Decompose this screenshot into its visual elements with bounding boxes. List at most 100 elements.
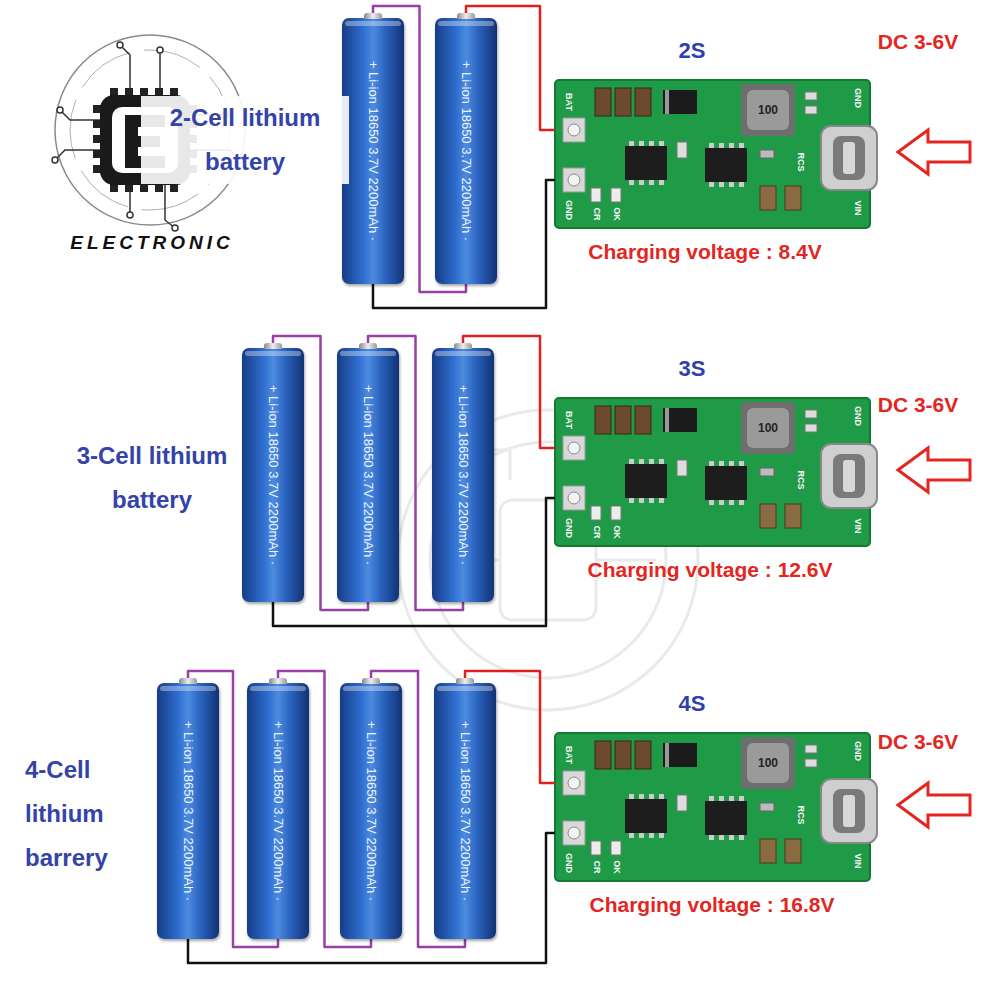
charger-board: 2S: [555, 80, 870, 228]
logo-graphic-part-part: [57, 107, 63, 113]
silkscreen-label: OK: [612, 207, 622, 221]
inductor-marking: 100: [758, 103, 778, 117]
charger-board: 4S: [555, 733, 870, 881]
logo-graphic-part-part: [117, 42, 123, 48]
battery-cell: + Li-ion 18650 3.7V 2200mAh ·: [157, 683, 219, 939]
series-count: 2S: [679, 38, 706, 64]
battery-cell: + Li-ion 18650 3.7V 2200mAh ·: [434, 683, 496, 939]
logo-graphic-part-part: [93, 165, 101, 173]
series-count: 3S: [679, 356, 706, 382]
logo-graphic-part: [125, 115, 165, 168]
logo-graphic-part-part: [125, 184, 133, 192]
series-link-wire: [273, 336, 368, 610]
battery-cell: + Li-ion 18650 3.7V 2200mAh ·: [342, 18, 404, 284]
logo-graphic-part-part: [127, 212, 133, 218]
series-count: 4S: [679, 691, 706, 717]
charging-voltage-label: Charging voltage : 8.4V: [588, 240, 821, 264]
logo-graphic-part-part: [93, 105, 101, 113]
series-link-wire: [373, 6, 466, 292]
charging-voltage-label: Charging voltage : 12.6V: [587, 558, 832, 582]
logo-graphic-part: [112, 107, 178, 173]
logo-graphic-part-part: [155, 88, 163, 96]
logo-text: ELECTRONIC: [70, 232, 234, 254]
positive-wire: [463, 336, 555, 448]
logo-graphic-part-part: [170, 88, 178, 96]
battery-cell: + Li-ion 18650 3.7V 2200mAh ·: [247, 683, 309, 939]
negative-wire: [188, 833, 555, 963]
battery-label: + Li-ion 18650 3.7V 2200mAh ·: [181, 721, 196, 901]
inductor-marking: 100: [758, 756, 778, 770]
logo-graphic-part-part: [189, 150, 197, 158]
logo-graphic-part-part: [155, 184, 163, 192]
charger-pcb: [555, 80, 877, 228]
logo-graphic-part: [52, 42, 243, 231]
charging-voltage-label: Charging voltage : 16.8V: [589, 893, 834, 917]
logo-graphic: [52, 35, 245, 231]
battery-label: + Li-ion 18650 3.7V 2200mAh ·: [364, 721, 379, 901]
cell-count-title: 3-Cell lithium battery: [62, 434, 242, 522]
positive-wire: [466, 6, 555, 130]
silkscreen-label: OK: [612, 525, 622, 539]
logo-graphic-part-part: [93, 120, 101, 128]
cell-count-title: 2-Cell lithium battery: [141, 96, 349, 184]
silkscreen-label: GND: [564, 200, 574, 220]
battery-cell: + Li-ion 18650 3.7V 2200mAh ·: [242, 348, 304, 602]
battery-label: + Li-ion 18650 3.7V 2200mAh ·: [271, 721, 286, 901]
battery-label: + Li-ion 18650 3.7V 2200mAh ·: [361, 385, 376, 565]
silkscreen-label: CR: [592, 861, 602, 874]
battery-cell: + Li-ion 18650 3.7V 2200mAh ·: [435, 18, 497, 284]
logo-graphic-part-part: [110, 184, 118, 192]
battery-cell: + Li-ion 18650 3.7V 2200mAh ·: [432, 348, 494, 602]
series-link-wire: [371, 671, 465, 947]
silkscreen-label: VIN: [853, 200, 863, 215]
charger-pcb: [555, 398, 877, 546]
series-link-wire: [188, 671, 278, 947]
logo-graphic-part-part: [189, 120, 197, 128]
logo-graphic-part: [93, 88, 197, 192]
logo-graphic-part: [55, 45, 240, 228]
logo-graphic-part-part: [172, 225, 178, 231]
silkscreen-label: BAT: [564, 746, 574, 764]
input-arrow-part: [898, 130, 970, 174]
silkscreen-label: GND: [853, 88, 863, 108]
input-voltage-label: DC 3-6V: [878, 30, 959, 54]
input-arrow-part: [898, 448, 970, 492]
logo-graphic-part-part: [140, 88, 148, 96]
logo-graphic-part-part: [170, 184, 178, 192]
logo-graphic-part-part: [110, 88, 118, 96]
logo-graphic-part-part: [189, 135, 197, 143]
negative-wire: [373, 180, 555, 308]
logo-graphic-part-part: [52, 157, 58, 163]
logo-graphic-part-part: [237, 157, 243, 163]
inductor-marking: 100: [758, 421, 778, 435]
logo-graphic-part: [100, 95, 190, 185]
logo-graphic-part: [55, 35, 245, 225]
silkscreen-label: BAT: [564, 411, 574, 429]
negative-wire: [273, 498, 555, 626]
silkscreen-label: OK: [612, 860, 622, 874]
silkscreen-label: GND: [564, 518, 574, 538]
logo-graphic-part-part: [222, 112, 228, 118]
battery-label: + Li-ion 18650 3.7V 2200mAh ·: [266, 385, 281, 565]
logo-graphic-part-part: [93, 150, 101, 158]
silkscreen-label: VIN: [853, 853, 863, 868]
logo-graphic-part-part: [93, 135, 101, 143]
logo-graphic-part-part: [189, 165, 197, 173]
positive-wire: [465, 671, 555, 783]
logo-graphic-part-part: [189, 105, 197, 113]
logo-graphic-part: [70, 50, 230, 210]
logo-graphic-part-part: [140, 184, 148, 192]
logo-graphic-part-part: [125, 88, 133, 96]
series-link-wire: [368, 336, 463, 610]
battery-cell: + Li-ion 18650 3.7V 2200mAh ·: [337, 348, 399, 602]
silkscreen-label: GND: [853, 406, 863, 426]
charger-board: 3S: [555, 398, 870, 546]
silkscreen-label: RCS: [796, 470, 806, 489]
battery-label: + Li-ion 18650 3.7V 2200mAh ·: [366, 61, 381, 241]
battery-label: + Li-ion 18650 3.7V 2200mAh ·: [458, 721, 473, 901]
cell-count-title: 4-Cell lithium barrery: [25, 748, 150, 880]
